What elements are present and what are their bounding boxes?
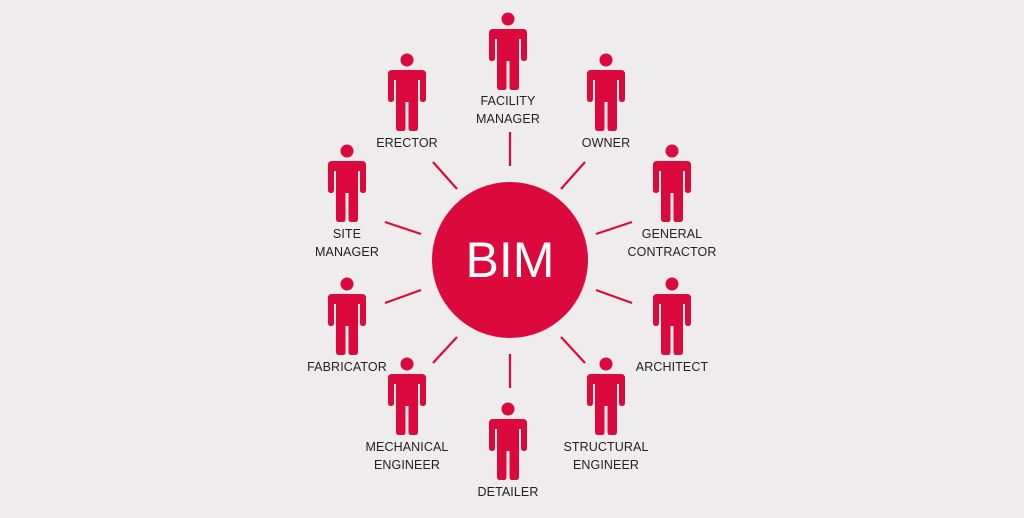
role-label-line: MANAGER <box>315 245 379 259</box>
connector-fabricator <box>384 288 422 305</box>
role-label-line: DETAILER <box>478 485 539 499</box>
person-icon <box>388 53 426 131</box>
role-label-mechanical-engineer: MECHANICAL ENGINEER <box>366 440 449 472</box>
person-icon <box>489 402 527 480</box>
connector-structural-engineer <box>560 336 586 364</box>
connector-lines <box>384 132 633 388</box>
role-label-line: FABRICATOR <box>307 360 387 374</box>
role-site-manager: SITE MANAGER <box>315 144 379 259</box>
person-icon <box>653 277 691 355</box>
person-icon <box>388 357 426 435</box>
role-label-line: MECHANICAL <box>366 440 449 454</box>
role-label-line: MANAGER <box>476 112 540 126</box>
role-label-facility-manager: FACILITY MANAGER <box>476 94 540 126</box>
role-erector: ERECTOR <box>376 53 438 150</box>
role-label-erector: ERECTOR <box>376 136 438 150</box>
role-label-line: ERECTOR <box>376 136 438 150</box>
role-list: FACILITY MANAGER OWNER GENERAL CONTRACTOR ARC… <box>307 12 717 499</box>
role-label-line: OWNER <box>582 136 630 150</box>
bim-hub-label: BIM <box>466 232 555 288</box>
role-structural-engineer: STRUCTURAL ENGINEER <box>563 357 648 472</box>
role-label-site-manager: SITE MANAGER <box>315 227 379 259</box>
person-icon <box>587 53 625 131</box>
bim-hub: BIM <box>432 182 588 338</box>
connector-site-manager <box>384 220 422 236</box>
person-icon <box>328 277 366 355</box>
role-label-line: STRUCTURAL <box>563 440 648 454</box>
connector-owner <box>560 161 586 190</box>
role-label-structural-engineer: STRUCTURAL ENGINEER <box>563 440 648 472</box>
role-label-line: SITE <box>333 227 361 241</box>
person-icon <box>653 144 691 222</box>
role-architect: ARCHITECT <box>636 277 709 374</box>
connector-general-contractor <box>595 220 633 236</box>
bim-hub-circle <box>432 182 588 338</box>
role-label-detailer: DETAILER <box>478 485 539 499</box>
role-general-contractor: GENERAL CONTRACTOR <box>628 144 717 259</box>
connector-architect <box>595 288 633 305</box>
person-icon <box>587 357 625 435</box>
connector-mechanical-engineer <box>432 336 458 364</box>
role-label-line: CONTRACTOR <box>628 245 717 259</box>
role-label-architect: ARCHITECT <box>636 360 709 374</box>
role-label-line: ARCHITECT <box>636 360 709 374</box>
role-label-line: GENERAL <box>642 227 702 241</box>
role-label-line: ENGINEER <box>374 458 440 472</box>
role-label-line: ENGINEER <box>573 458 639 472</box>
role-label-fabricator: FABRICATOR <box>307 360 387 374</box>
role-owner: OWNER <box>582 53 630 150</box>
role-facility-manager: FACILITY MANAGER <box>476 12 540 126</box>
role-detailer: DETAILER <box>478 402 539 499</box>
person-icon <box>489 12 527 90</box>
role-fabricator: FABRICATOR <box>307 277 387 374</box>
role-label-general-contractor: GENERAL CONTRACTOR <box>628 227 717 259</box>
role-mechanical-engineer: MECHANICAL ENGINEER <box>366 357 449 472</box>
role-label-line: FACILITY <box>481 94 537 108</box>
connector-erector <box>432 161 458 190</box>
role-label-owner: OWNER <box>582 136 630 150</box>
person-icon <box>328 144 366 222</box>
